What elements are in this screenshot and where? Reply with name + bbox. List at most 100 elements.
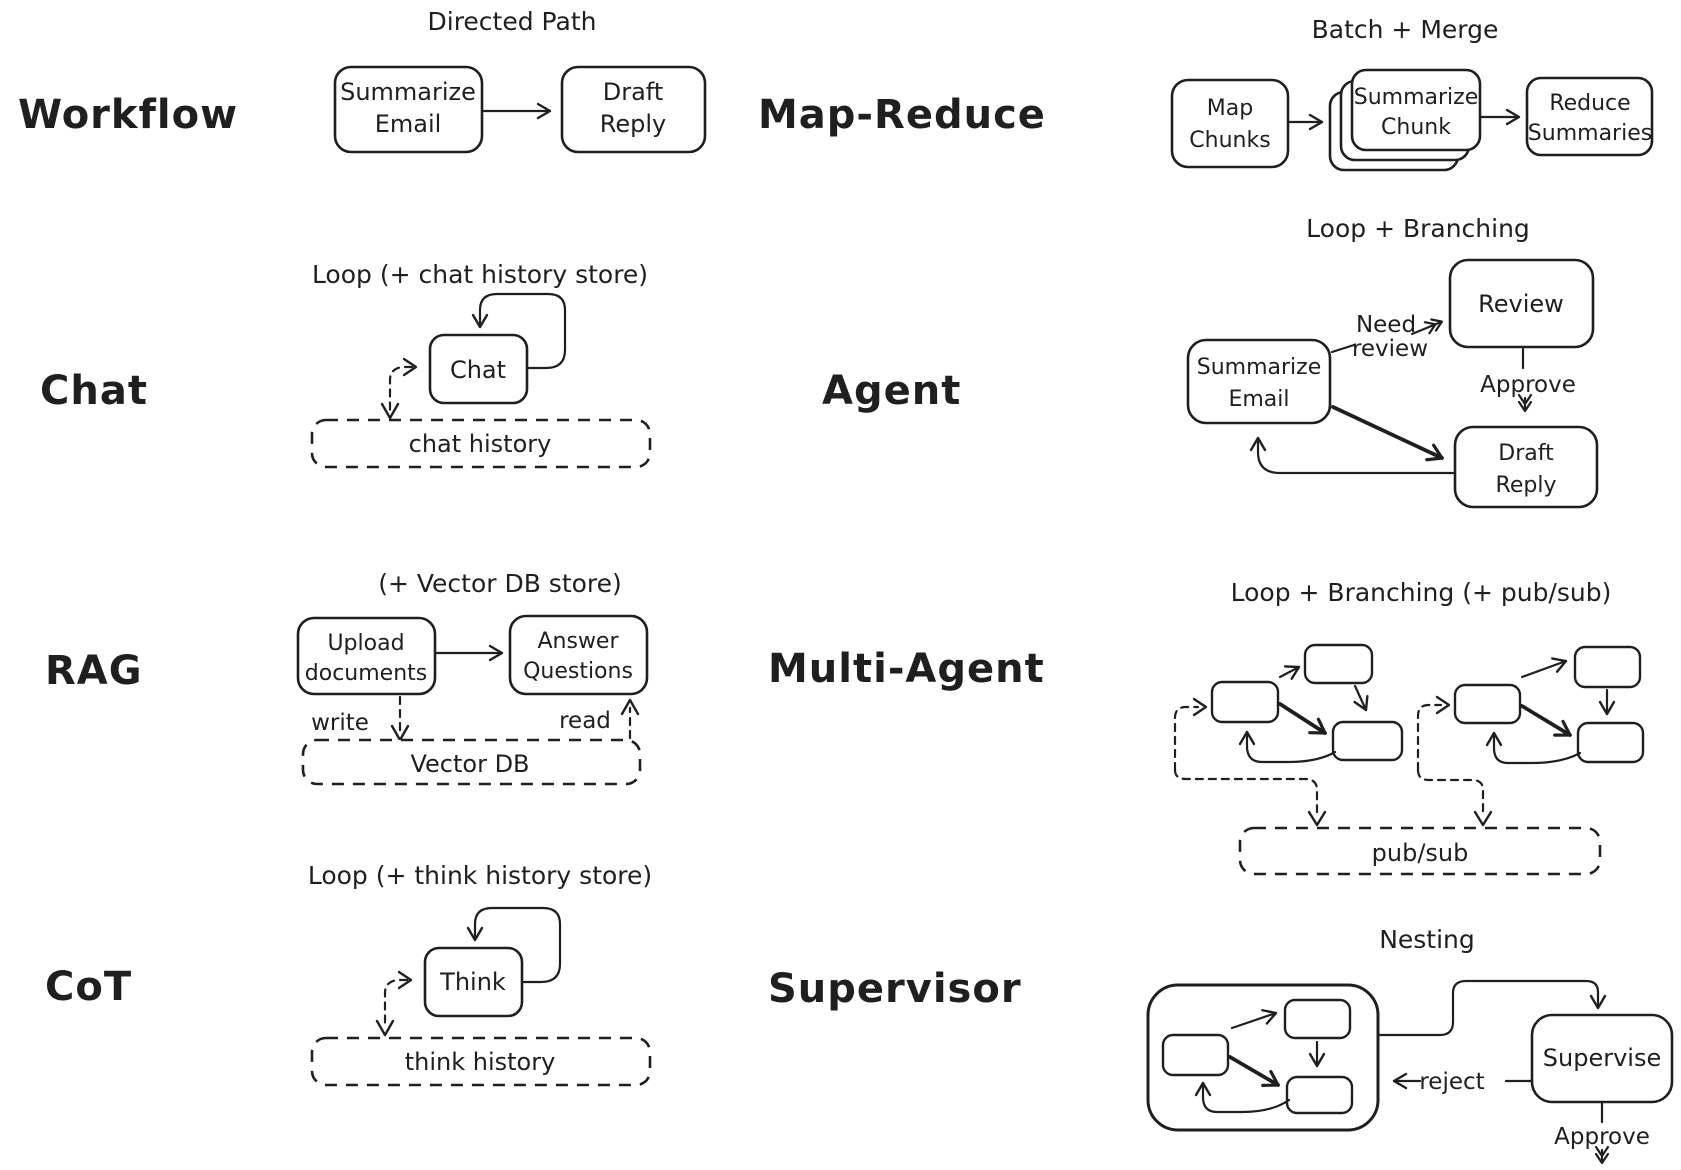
multi-agent-label: Multi-Agent — [768, 646, 1045, 692]
edge-read-label: read — [559, 708, 611, 734]
arrowhead-into-chat-history — [380, 402, 400, 420]
nested-container — [1146, 983, 1380, 1132]
node-think-history — [310, 1036, 652, 1087]
map-reduce-label: Map-Reduce — [758, 92, 1046, 138]
cluster2-arrowhead-pubsub — [1473, 810, 1493, 827]
cluster2-dashed-to-pubsub — [1416, 768, 1485, 814]
nested-bottom-node — [1285, 1075, 1354, 1115]
node-chat-history-text: chat history — [409, 430, 552, 458]
workflow-label: Workflow — [18, 92, 238, 138]
nested-loop-back — [1194, 1081, 1291, 1114]
agent-label: Agent — [822, 368, 961, 414]
edge-approve-label-sup: Approve — [1554, 1124, 1650, 1150]
node-upload-documents — [296, 616, 437, 696]
node-upload-line1: Upload — [327, 631, 404, 656]
node-think-history-text: think history — [405, 1048, 556, 1076]
node-answer-questions — [508, 614, 649, 696]
node-upload-line2: documents — [305, 661, 427, 686]
arrowhead-into-think-history — [375, 1019, 395, 1037]
cluster1-arrowhead-in — [1192, 697, 1208, 717]
edge-chat-history-dashed — [388, 365, 414, 414]
cluster1-edge-top-to-bottom — [1353, 684, 1369, 712]
edge-chat-self-loop — [471, 292, 567, 370]
node-summarize-chunk-line1: Summarize — [1354, 85, 1479, 110]
edge-think-self-loop — [466, 906, 562, 984]
edge-need-review-line1: Need — [1356, 312, 1416, 338]
node-chat — [428, 333, 529, 405]
node-pub-sub — [1238, 826, 1602, 876]
chat-label: Chat — [40, 368, 148, 414]
cluster2-top-node — [1573, 645, 1642, 689]
cluster2-loop-back — [1485, 731, 1582, 765]
edge-summarize-to-draft-thick — [1331, 405, 1444, 462]
nested-edge-left-to-bottom-thick — [1228, 1055, 1280, 1087]
node-draft-reply-line1: Draft — [603, 78, 664, 106]
arrowhead-read — [620, 698, 640, 716]
agent-title: Loop + Branching — [1306, 214, 1530, 243]
node-chat-history — [310, 418, 652, 469]
node-agent-summarize-line1: Summarize — [1197, 355, 1322, 380]
edge-think-history-dashed — [383, 978, 409, 1027]
panel-supervisor: Supervisor Nesting Supervise reject Appr… — [768, 925, 1674, 1165]
node-vector-db — [301, 738, 642, 786]
node-agent-summarize-email — [1186, 338, 1332, 425]
panel-agent: Agent Loop + Branching Review Summarize … — [822, 214, 1599, 509]
workflow-title: Directed Path — [428, 7, 597, 36]
nested-top-node — [1283, 998, 1352, 1040]
rag-label: RAG — [45, 648, 143, 694]
arrowhead-into-think — [397, 970, 413, 990]
node-pub-sub-text: pub/sub — [1372, 839, 1469, 867]
node-chat-text: Chat — [450, 356, 506, 384]
node-agent-summarize-line2: Email — [1228, 387, 1289, 412]
node-summarize-chunk — [1350, 68, 1482, 152]
node-review — [1448, 258, 1595, 349]
cluster1-dashed-to-pubsub — [1173, 768, 1319, 814]
node-answer-line2: Questions — [523, 659, 633, 684]
map-reduce-title: Batch + Merge — [1312, 15, 1499, 44]
node-agent-draft-line2: Reply — [1496, 473, 1557, 498]
node-reduce-summaries-line1: Reduce — [1549, 91, 1630, 116]
node-draft-reply — [560, 65, 707, 154]
cluster1-top-node — [1303, 643, 1374, 685]
cluster2-edge-left-to-bottom-thick — [1520, 704, 1572, 737]
supervisor-label: Supervisor — [768, 966, 1022, 1012]
cluster2-edge-left-to-top — [1520, 657, 1568, 679]
cluster1-left-node — [1210, 680, 1280, 724]
supervisor-title: Nesting — [1379, 925, 1475, 954]
node-agent-draft-line1: Draft — [1498, 441, 1554, 466]
cluster2-arrowhead-in — [1435, 695, 1451, 715]
edge-write-label: write — [311, 710, 369, 736]
node-answer-line1: Answer — [537, 629, 619, 654]
cluster1-edge-left-to-bottom-thick — [1278, 702, 1327, 735]
panel-map-reduce: Map-Reduce Batch + Merge Map Chunks Summ… — [758, 15, 1654, 172]
cluster1-edge-left-to-top — [1278, 665, 1301, 680]
node-review-text: Review — [1478, 290, 1564, 318]
edge-draft-to-summarize-loop — [1249, 436, 1457, 475]
nested-edge-left-to-top — [1230, 1009, 1278, 1030]
edge-reject-label: reject — [1419, 1069, 1484, 1095]
multi-agent-title: Loop + Branching (+ pub/sub) — [1231, 578, 1612, 607]
node-summarize-email-line1: Summarize — [340, 78, 476, 106]
node-summarize-email — [333, 65, 484, 154]
cluster2-dashed-in — [1416, 703, 1443, 772]
cluster1-loop-back — [1238, 730, 1337, 764]
edge-container-to-supervise — [1376, 979, 1607, 1037]
cluster1-dashed-in — [1173, 705, 1200, 772]
node-summarize-email-line2: Email — [375, 110, 442, 138]
node-think — [423, 946, 524, 1018]
rag-title: (+ Vector DB store) — [378, 569, 622, 598]
arrowhead-into-chat — [402, 357, 418, 377]
cluster2-left-node — [1453, 683, 1522, 725]
edge-need-review-arrow — [1410, 318, 1444, 336]
edge-approve-label: Approve — [1480, 372, 1576, 398]
cluster2-bottom-node — [1576, 721, 1645, 764]
cluster1-arrowhead-pubsub — [1307, 810, 1327, 827]
node-agent-draft-reply — [1453, 425, 1599, 509]
node-think-text: Think — [439, 968, 506, 996]
panel-cot: CoT Loop (+ think history store) Think t… — [45, 861, 652, 1087]
edge-need-review-leader — [1330, 343, 1356, 354]
node-map-chunks-line1: Map — [1207, 96, 1253, 121]
node-map-chunks-line2: Chunks — [1189, 128, 1270, 153]
